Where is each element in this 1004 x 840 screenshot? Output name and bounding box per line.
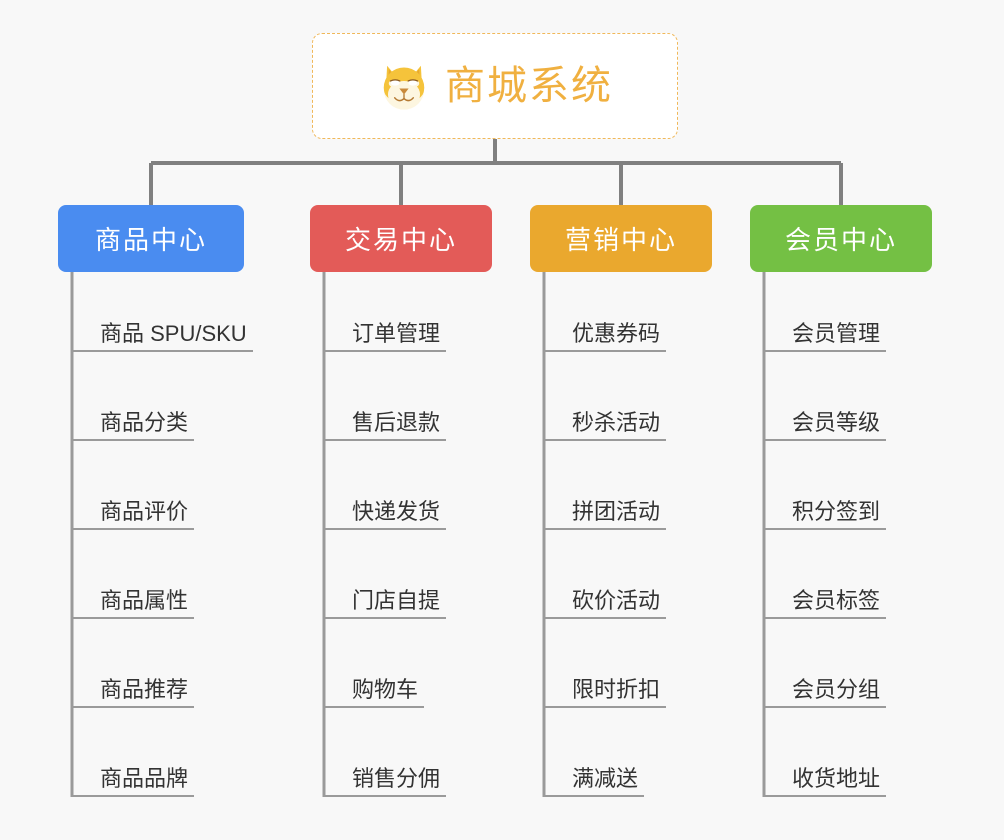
leaf-item[interactable]: 商品属性 [72, 588, 195, 620]
leaf-item-label: 商品推荐 [100, 677, 189, 702]
leaf-item[interactable]: 限时折扣 [544, 677, 667, 709]
leaf-item[interactable]: 拼团活动 [544, 499, 667, 531]
leaf-item-label: 会员管理 [792, 321, 881, 346]
leaf-item[interactable]: 会员分组 [764, 677, 887, 709]
leaf-item-label: 商品 SPU/SKU [100, 321, 247, 346]
leaf-item-label: 限时折扣 [572, 677, 661, 702]
category-header-trade-center[interactable]: 交易中心 [310, 205, 492, 272]
leaf-item-label: 商品属性 [100, 588, 189, 613]
leaf-item[interactable]: 会员标签 [764, 588, 887, 620]
leaf-item[interactable]: 销售分佣 [324, 766, 447, 798]
leaf-item[interactable]: 门店自提 [324, 588, 447, 620]
leaf-item-label: 购物车 [352, 677, 419, 702]
leaf-item[interactable]: 购物车 [324, 677, 425, 709]
category-header-marketing-center[interactable]: 营销中心 [530, 205, 712, 272]
leaf-item[interactable]: 会员等级 [764, 410, 887, 442]
leaf-item-label: 售后退款 [352, 410, 441, 435]
category-header-product-center[interactable]: 商品中心 [58, 205, 244, 272]
category-header-label: 交易中心 [344, 225, 457, 255]
leaf-item-label: 商品评价 [100, 499, 189, 524]
leaf-item-label: 快递发货 [352, 499, 441, 524]
leaf-item-label: 优惠券码 [572, 321, 661, 346]
leaf-item[interactable]: 售后退款 [324, 410, 447, 442]
leaf-item[interactable]: 快递发货 [324, 499, 447, 531]
leaf-item[interactable]: 商品品牌 [72, 766, 195, 798]
leaf-item-label: 会员等级 [792, 410, 881, 435]
category-header-label: 会员中心 [784, 225, 897, 255]
leaf-item[interactable]: 商品评价 [72, 499, 195, 531]
leaf-item[interactable]: 优惠券码 [544, 321, 667, 353]
root-node[interactable]: 商城系统 [312, 33, 678, 139]
leaf-item-label: 商品品牌 [100, 766, 189, 791]
category-header-label: 商品中心 [94, 225, 207, 255]
shiba-dog-face-icon [383, 65, 425, 110]
category-header-label: 营销中心 [564, 225, 677, 255]
leaf-item-label: 秒杀活动 [572, 410, 661, 435]
leaf-item[interactable]: 会员管理 [764, 321, 887, 353]
root-title: 商城系统 [445, 64, 613, 108]
leaf-item[interactable]: 积分签到 [764, 499, 887, 531]
leaf-item-label: 拼团活动 [572, 499, 661, 524]
leaf-item[interactable]: 收货地址 [764, 766, 887, 798]
category-header-member-center[interactable]: 会员中心 [750, 205, 932, 272]
leaf-item-label: 砍价活动 [572, 588, 661, 613]
leaf-item-label: 收货地址 [792, 766, 881, 791]
leaf-item-label: 销售分佣 [352, 766, 441, 791]
leaf-item[interactable]: 秒杀活动 [544, 410, 667, 442]
leaf-item-label: 商品分类 [100, 410, 189, 435]
leaf-item-label: 订单管理 [352, 321, 441, 346]
leaf-item[interactable]: 商品 SPU/SKU [72, 321, 253, 353]
leaf-item[interactable]: 商品分类 [72, 410, 195, 442]
leaf-item-label: 会员分组 [792, 677, 881, 702]
leaf-item[interactable]: 满减送 [544, 766, 645, 798]
leaf-item[interactable]: 订单管理 [324, 321, 447, 353]
leaf-item[interactable]: 商品推荐 [72, 677, 195, 709]
leaf-item-label: 会员标签 [792, 588, 881, 613]
leaf-item-label: 门店自提 [352, 588, 441, 613]
leaf-item-label: 满减送 [572, 766, 639, 791]
leaf-item[interactable]: 砍价活动 [544, 588, 667, 620]
leaf-item-label: 积分签到 [792, 499, 881, 524]
